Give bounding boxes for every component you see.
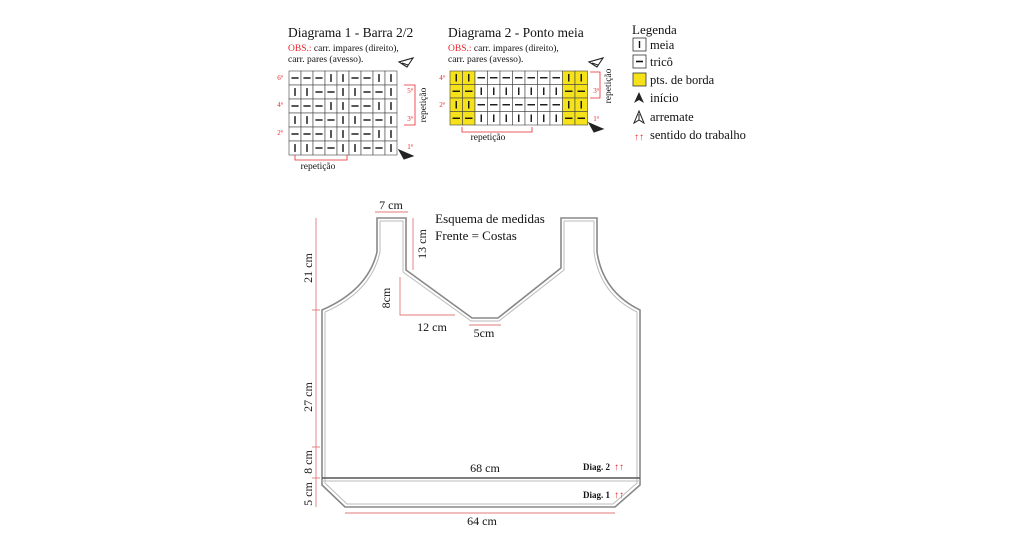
diagram-1-row-label-6: 6ª xyxy=(277,74,283,82)
diagram-1-row-label-4: 4ª xyxy=(277,101,283,109)
legend-start-arrow-icon xyxy=(634,92,644,103)
diagram-1-row-label-3: 3ª xyxy=(407,115,413,123)
diagram-2-row-label-3: 3ª xyxy=(593,87,599,95)
garment-schematic: Esquema de medidas Frente = Costas 7 cm … xyxy=(301,198,641,528)
diagram-1-bind-off-arrow-icon xyxy=(397,57,415,68)
diagram-1-row-label-2: 2ª xyxy=(277,129,283,137)
neck-base-label: 5cm xyxy=(474,326,495,340)
diagram-2-grid xyxy=(449,70,588,126)
garment-outer-outline xyxy=(321,217,641,508)
diagram-2-row-label-2: 2ª xyxy=(439,101,445,109)
legend: Legenda meia tricô pts. de borda início … xyxy=(632,22,746,143)
neck-triangle-measure-line xyxy=(399,277,455,316)
diagram-2-bind-off-arrow-icon xyxy=(587,57,605,68)
width-bottom-label: 64 cm xyxy=(467,514,497,528)
diag1-band-height-label: 5 cm xyxy=(301,482,315,506)
diagram-1: Diagrama 1 - Barra 2/2 OBS.: carr. impar… xyxy=(277,25,429,172)
diagram-2-bottom-bracket xyxy=(461,127,533,133)
diagram-1-grid xyxy=(288,70,398,156)
legend-start-label: início xyxy=(650,91,678,105)
diagram-1-side-bracket xyxy=(404,84,416,126)
width-top-label: 68 cm xyxy=(470,461,500,475)
diagram-1-obs-line2: carr. pares (avesso). xyxy=(288,54,363,65)
diagram-2-obs: OBS.: carr. impares (direito), xyxy=(448,43,559,54)
legend-title: Legenda xyxy=(632,22,677,37)
diagram-1-obs-label: OBS.: xyxy=(288,44,312,54)
legend-direction-label: sentido do trabalho xyxy=(650,128,746,142)
neck-side-label: 13 cm xyxy=(415,229,429,259)
neck-run-label: 12 cm xyxy=(417,320,447,334)
diagram-1-title: Diagrama 1 - Barra 2/2 xyxy=(288,25,413,40)
diagram-1-obs-line1: carr. impares (direito), xyxy=(312,43,399,54)
legend-trico-label: tricô xyxy=(650,55,673,69)
diagram-2-start-arrow-icon xyxy=(587,121,605,133)
diagram-2-obs-label: OBS.: xyxy=(448,44,472,54)
diagram-1-bottom-bracket xyxy=(294,155,348,161)
neck-drop-label: 8cm xyxy=(379,287,393,308)
diagram-2-obs-line2: carr. pares (avesso). xyxy=(448,54,523,65)
diagram-2-title: Diagrama 2 - Ponto meia xyxy=(448,25,584,40)
armhole-height-label: 21 cm xyxy=(301,253,315,283)
diagram-1-obs: OBS.: carr. impares (direito), xyxy=(288,43,399,54)
strap-width-label: 7 cm xyxy=(379,198,403,212)
diag2-band-label: Diag. 2 xyxy=(583,462,611,472)
diagram-1-side-label: repetição xyxy=(419,87,429,122)
garment-inner-outline xyxy=(324,220,638,505)
schematic-title: Esquema de medidas xyxy=(435,211,545,226)
legend-direction-arrows-icon: ↑↑ xyxy=(634,132,644,143)
legend-bind-off-label: arremate xyxy=(650,110,694,124)
legend-meia-label: meia xyxy=(650,38,675,52)
diagram-1-row-label-5: 5ª xyxy=(407,87,413,95)
diag2-band-height-label: 8 cm xyxy=(301,450,315,474)
diagram-2-row-label-4: 4ª xyxy=(439,74,445,82)
legend-border-stitch-icon xyxy=(632,72,647,87)
diagram-2-obs-line1: carr. impares (direito), xyxy=(472,43,559,54)
diagram-2-side-bracket xyxy=(590,71,601,99)
legend-bind-off-arrow-icon xyxy=(632,109,646,125)
diag1-band-label: Diag. 1 xyxy=(583,490,611,500)
diagram-1-row-label-1: 1ª xyxy=(407,143,413,151)
diagram-1-start-arrow-icon xyxy=(397,148,415,160)
schematic-subtitle: Frente = Costas xyxy=(435,228,517,243)
diag1-direction-arrows-icon: ↑↑ xyxy=(614,490,624,501)
body-height-label: 27 cm xyxy=(301,382,315,412)
diag2-direction-arrows-icon: ↑↑ xyxy=(614,462,624,473)
diagram-1-bottom-label: repetição xyxy=(301,162,336,172)
legend-border-label: pts. de borda xyxy=(650,73,715,87)
diagram-2-row-label-1: 1ª xyxy=(593,115,599,123)
diagram-2-side-label: repetição xyxy=(604,68,614,103)
diagram-2-bottom-label: repetição xyxy=(471,133,506,143)
diagram-2: Diagrama 2 - Ponto meia OBS.: carr. impa… xyxy=(439,25,614,143)
